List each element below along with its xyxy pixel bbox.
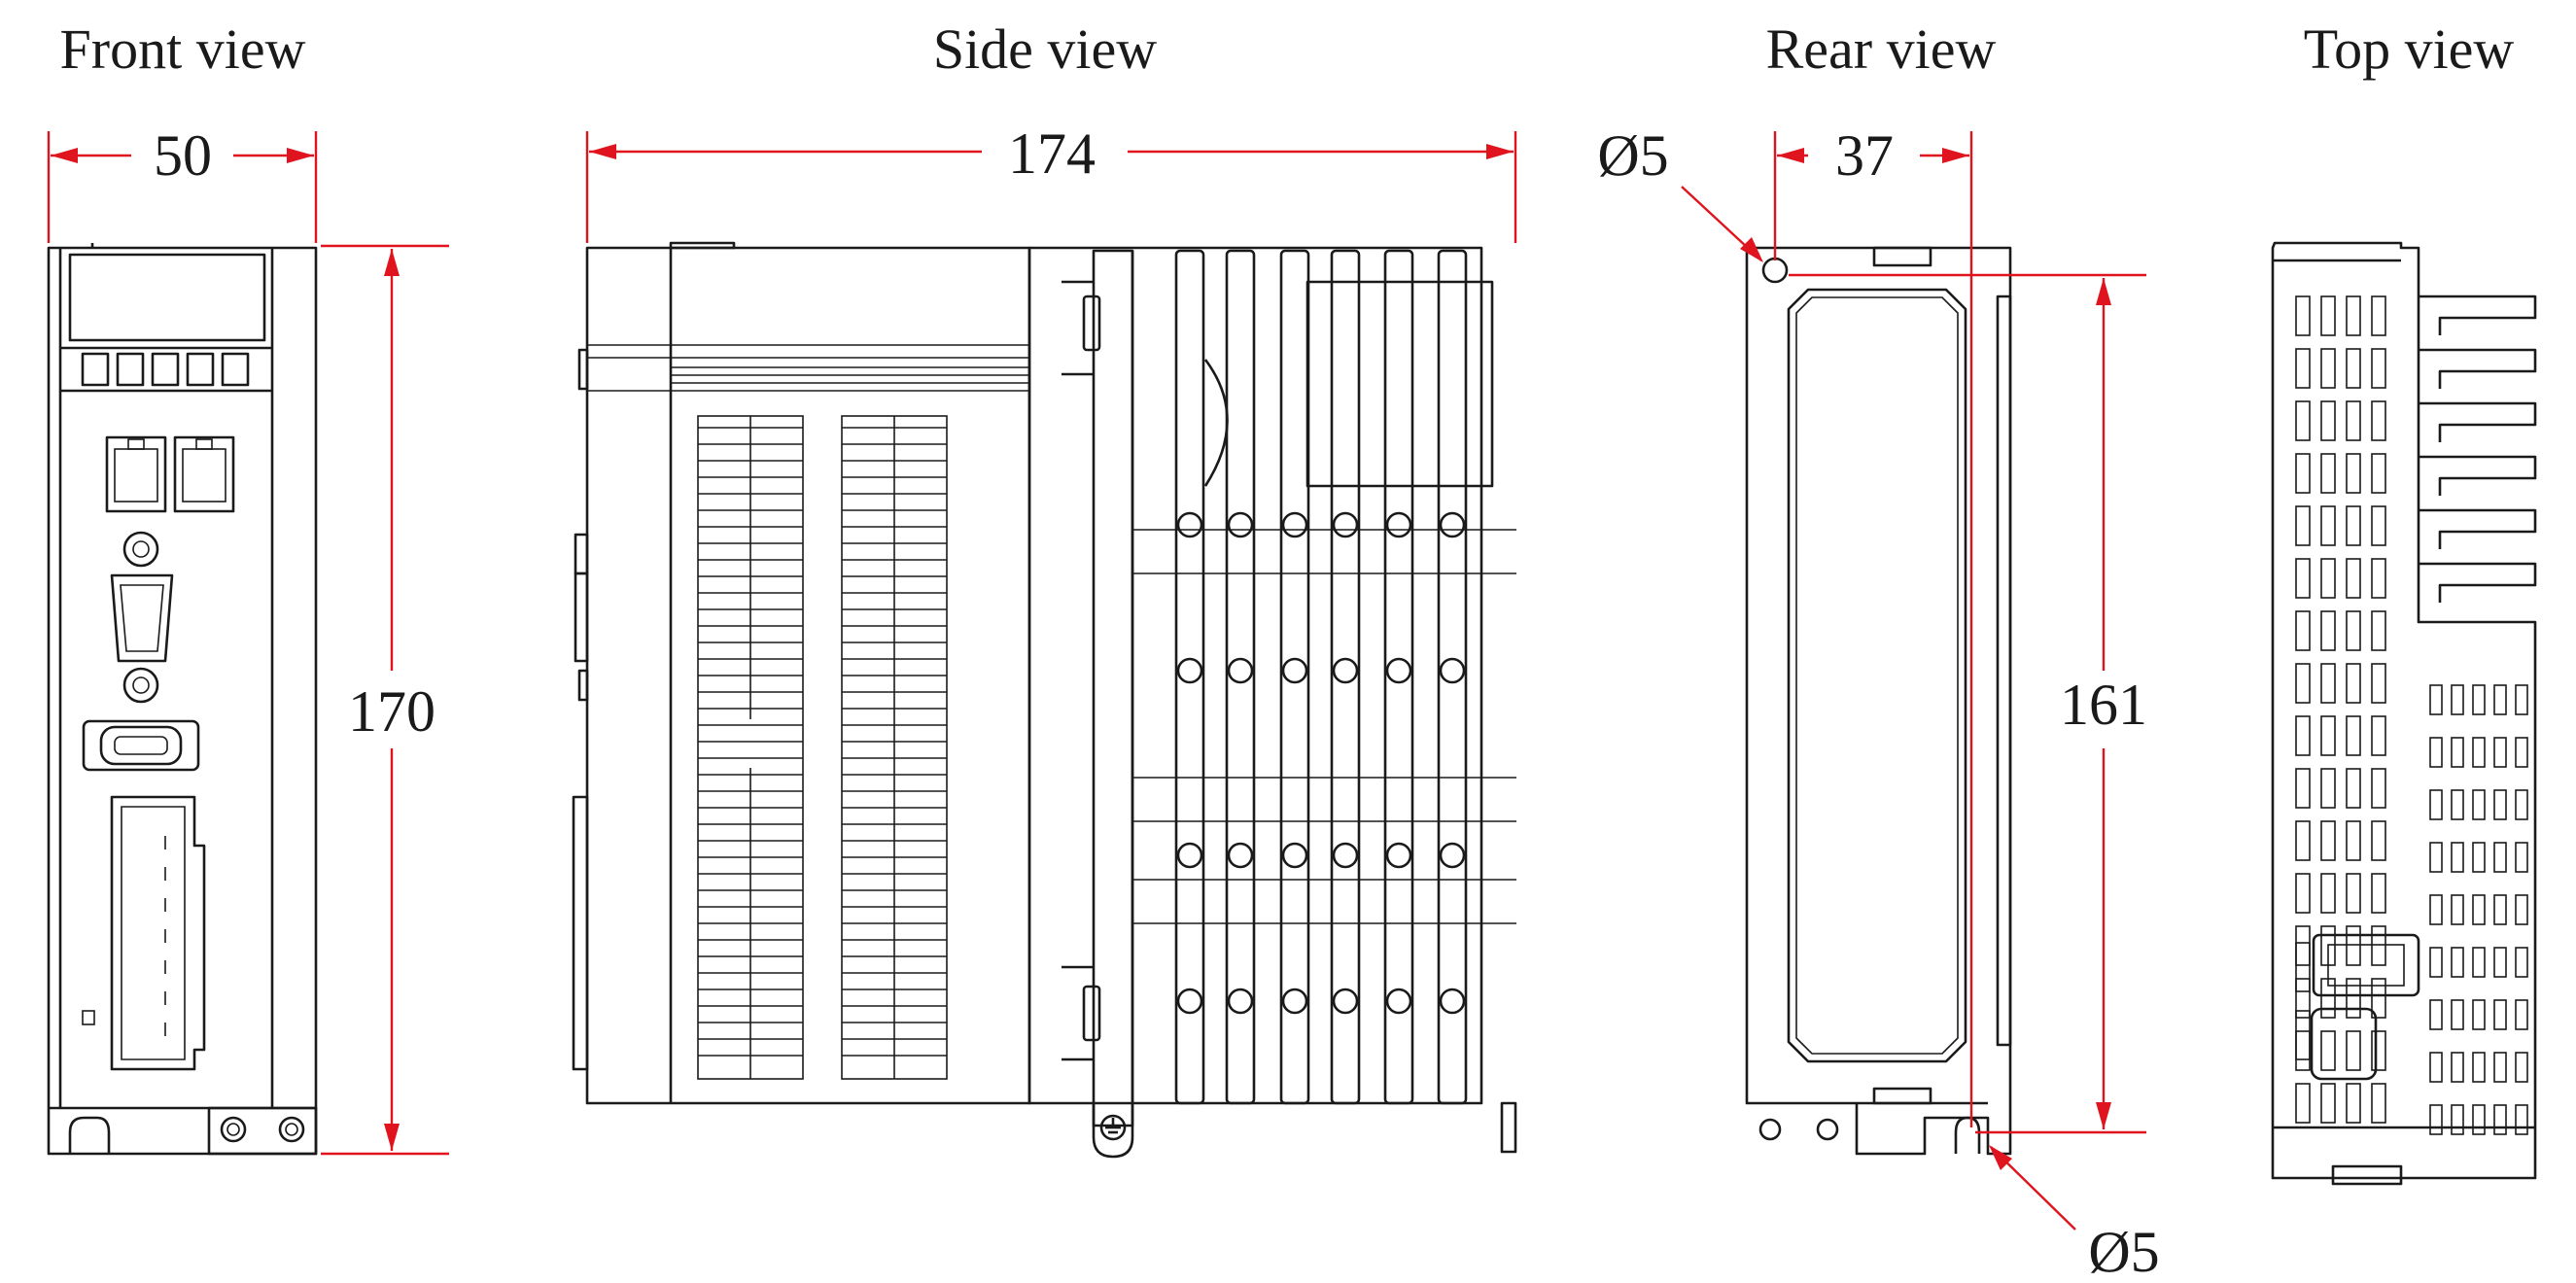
mounting-hole-icon [1761, 257, 1789, 284]
top-heatsink-fins [2419, 295, 2537, 603]
hole-diameter-bottom-value: Ø5 [2088, 1220, 2159, 1283]
io-connector-icon [82, 795, 206, 1071]
db15-connector-icon [110, 531, 174, 704]
heatsink-fins [1174, 249, 1468, 1105]
mounting-hole-icon [1758, 1118, 1782, 1141]
heatsink-fin [1174, 249, 1205, 1105]
button-icon [116, 352, 145, 387]
heatsink-fin [1279, 249, 1310, 1105]
button-icon [151, 352, 180, 387]
rear-spacing-value: 37 [1835, 123, 1894, 188]
front-view-title: Front view [60, 17, 306, 81]
front-height-dimension: 170 [321, 244, 449, 1156]
hole-diameter-top-value: Ø5 [1597, 123, 1668, 188]
mounting-hole-icon [278, 1116, 305, 1143]
rear-spacing-dimension: 37 [1773, 123, 1973, 1127]
hole-diameter-top: Ø5 [1597, 123, 1763, 262]
heatsink-fin [1383, 249, 1414, 1105]
front-view [47, 243, 318, 1156]
button-icon [221, 352, 250, 387]
rear-view-title: Rear view [1766, 17, 1997, 81]
top-view [2271, 241, 2537, 1186]
side-view-title: Side view [933, 17, 1157, 81]
front-width-value: 50 [154, 123, 212, 188]
heatsink-fin [1437, 249, 1468, 1105]
heatsink-fin [1225, 249, 1256, 1105]
front-width-dimension: 50 [47, 123, 318, 243]
ground-symbol-icon [1099, 1114, 1127, 1141]
side-view [572, 241, 1517, 1159]
heatsink-fin [1330, 249, 1361, 1105]
hole-diameter-bottom: Ø5 [1989, 1145, 2160, 1283]
mounting-hole-icon [1816, 1118, 1839, 1141]
mounting-hole-icon [220, 1116, 247, 1143]
rj45-port-icon [105, 435, 167, 513]
front-height-value: 170 [348, 679, 435, 744]
rear-view [1745, 246, 2012, 1156]
side-depth-dimension: 174 [585, 121, 1517, 243]
side-vent-slats [698, 427, 947, 1057]
top-view-title: Top view [2304, 17, 2515, 81]
usb-port-icon [82, 719, 200, 772]
rear-height-dimension: 161 [1789, 273, 2147, 1134]
rj45-port-icon [173, 435, 235, 513]
button-icon [186, 352, 215, 387]
rear-height-value: 161 [2060, 673, 2147, 737]
side-depth-value: 174 [1008, 121, 1096, 186]
button-icon [81, 352, 110, 387]
